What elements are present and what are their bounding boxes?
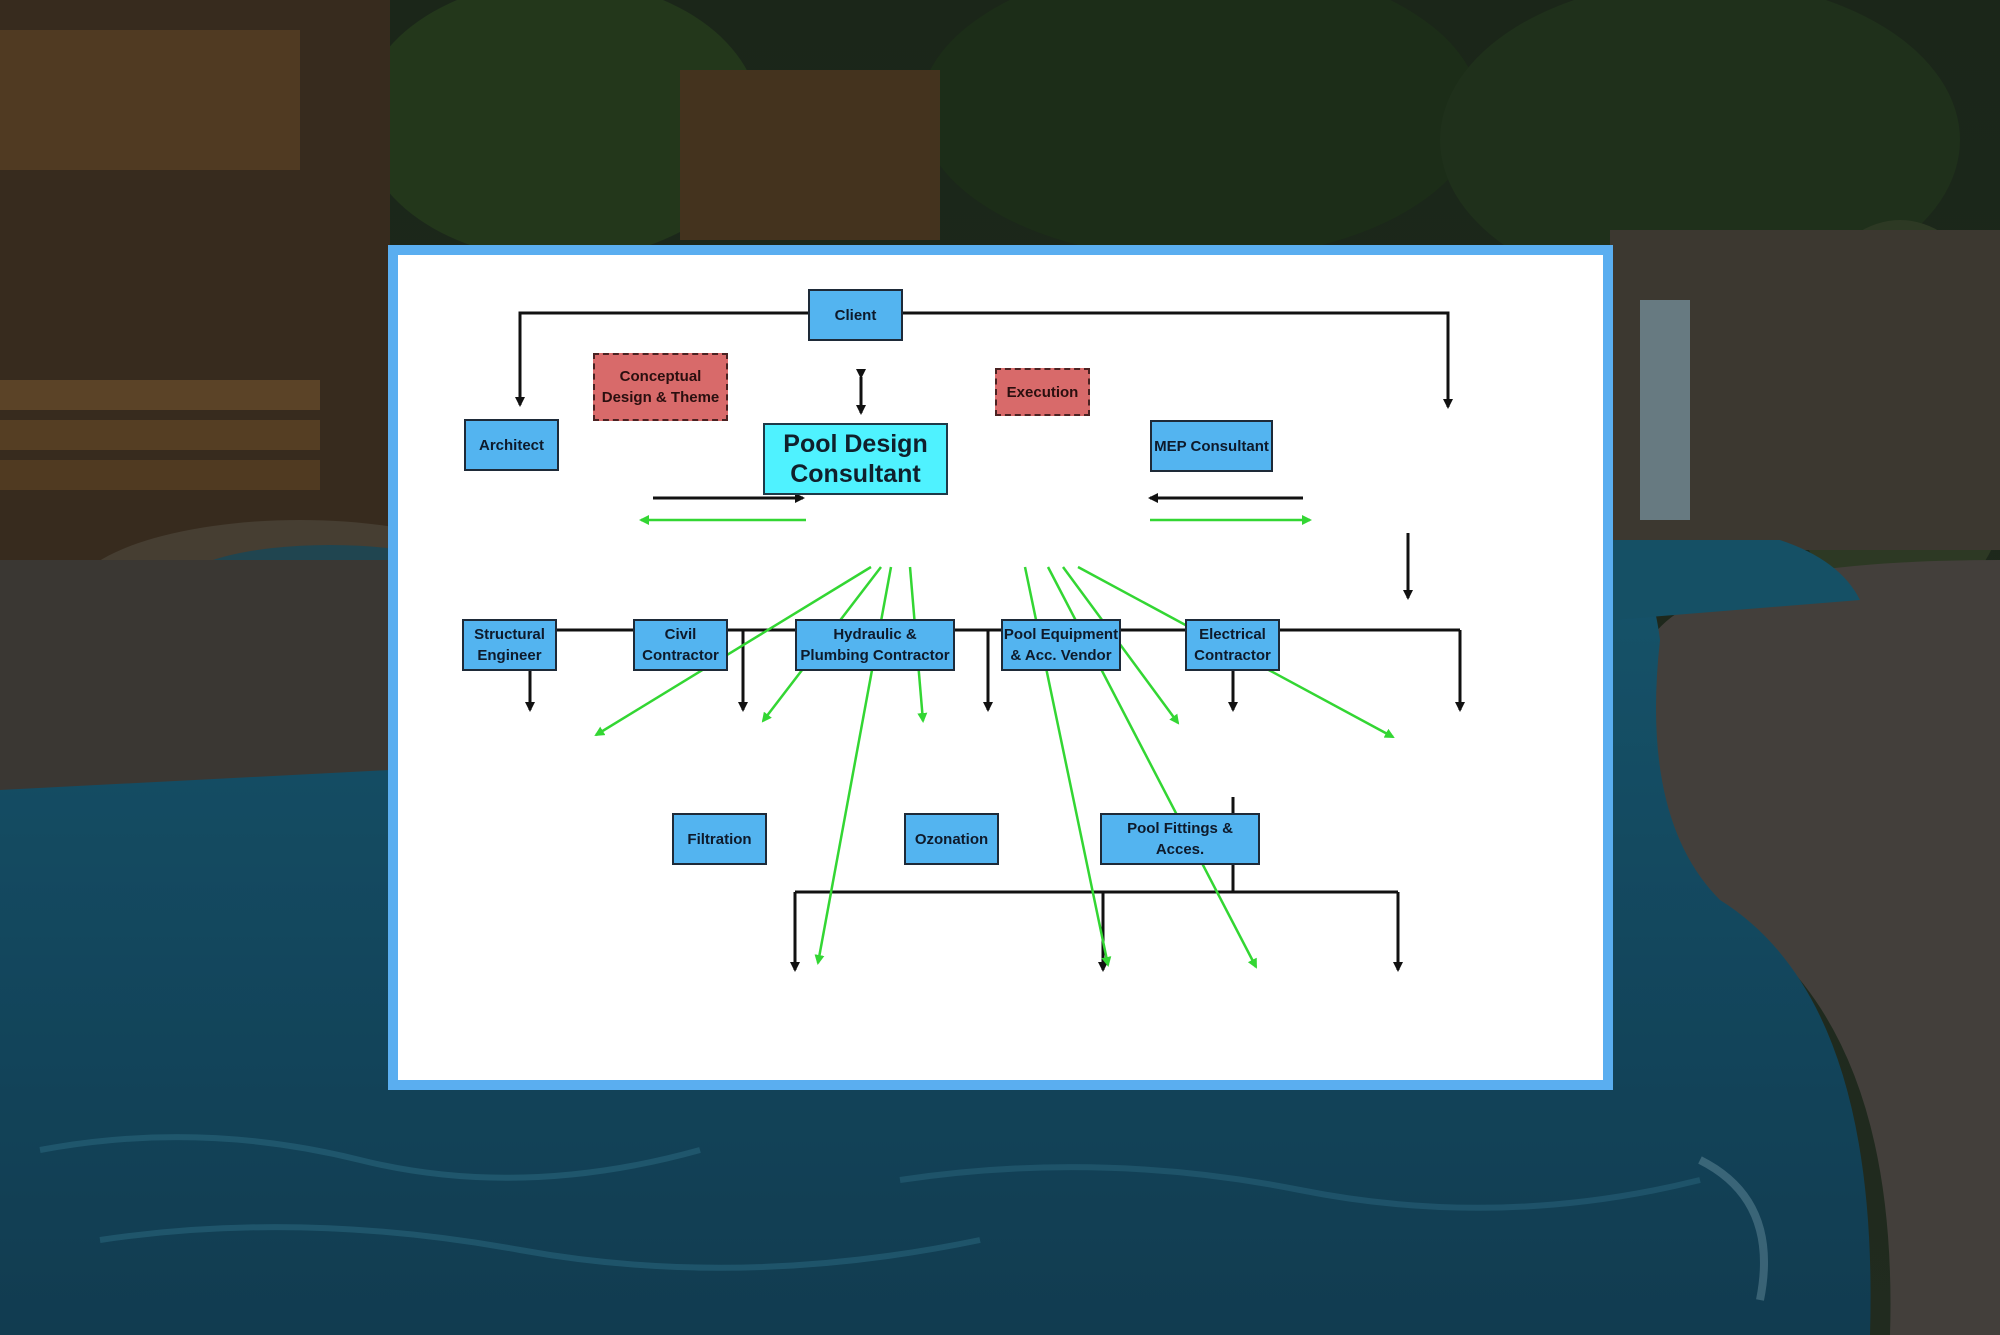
structural-engineer-box: Structural Engineer xyxy=(462,619,557,671)
filtration-box: Filtration xyxy=(672,813,767,865)
conceptual-design-box: Conceptual Design & Theme xyxy=(593,353,728,421)
architect-box: Architect xyxy=(464,419,559,471)
ozonation-box: Ozonation xyxy=(904,813,999,865)
mep-consultant-box: MEP Consultant xyxy=(1150,420,1273,472)
pool-equipment-box: Pool Equipment & Acc. Vendor xyxy=(1001,619,1121,671)
connector-client-architect xyxy=(515,311,808,407)
civil-contractor-box: Civil Contractor xyxy=(633,619,728,671)
electrical-contractor-box: Electrical Contractor xyxy=(1185,619,1280,671)
connector-client-mep xyxy=(903,311,1453,409)
pool-design-consultant-box: Pool Design Consultant xyxy=(763,423,948,495)
client-box: Client xyxy=(808,289,903,341)
execution-box: Execution xyxy=(995,368,1090,416)
pool-fittings-box: Pool Fittings & Acces. xyxy=(1100,813,1260,865)
hydraulic-plumbing-box: Hydraulic & Plumbing Contractor xyxy=(795,619,955,671)
diagram-panel: Client Architect Conceptual Design & The… xyxy=(388,245,1613,1090)
